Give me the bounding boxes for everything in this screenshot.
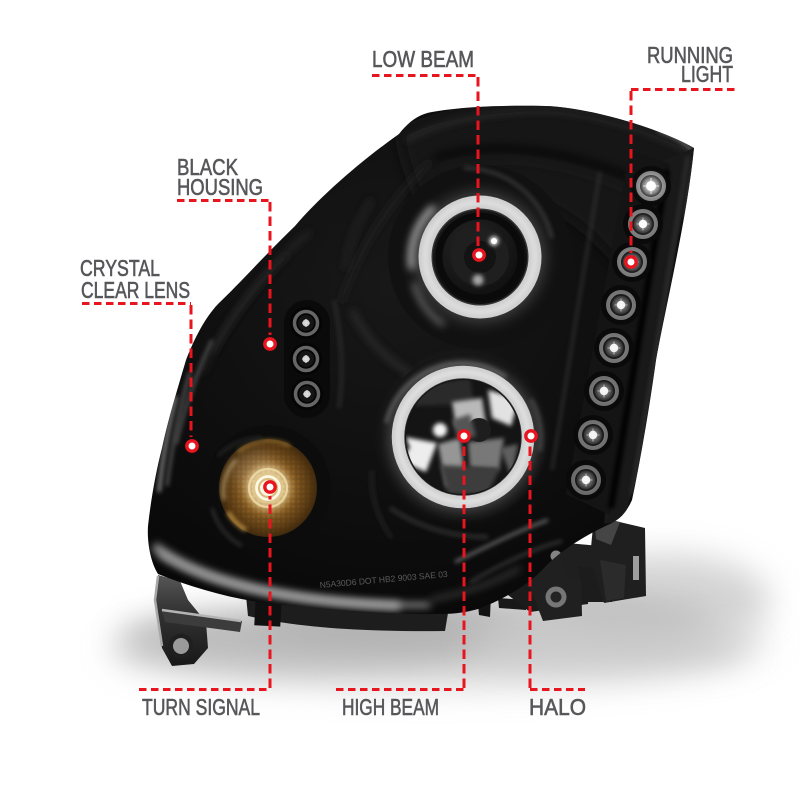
svg-text:HOUSING: HOUSING (177, 174, 263, 200)
svg-text:HIGH BEAM: HIGH BEAM (342, 694, 439, 720)
svg-text:RUNNING: RUNNING (647, 42, 733, 68)
svg-text:TURN SIGNAL: TURN SIGNAL (142, 694, 260, 720)
svg-text:LIGHT: LIGHT (681, 61, 733, 87)
svg-text:LOW BEAM: LOW BEAM (372, 46, 474, 72)
svg-text:HALO: HALO (529, 694, 586, 720)
svg-text:BLACK: BLACK (177, 154, 239, 180)
svg-text:CLEAR LENS: CLEAR LENS (81, 277, 190, 303)
svg-text:CRYSTAL: CRYSTAL (80, 255, 160, 281)
